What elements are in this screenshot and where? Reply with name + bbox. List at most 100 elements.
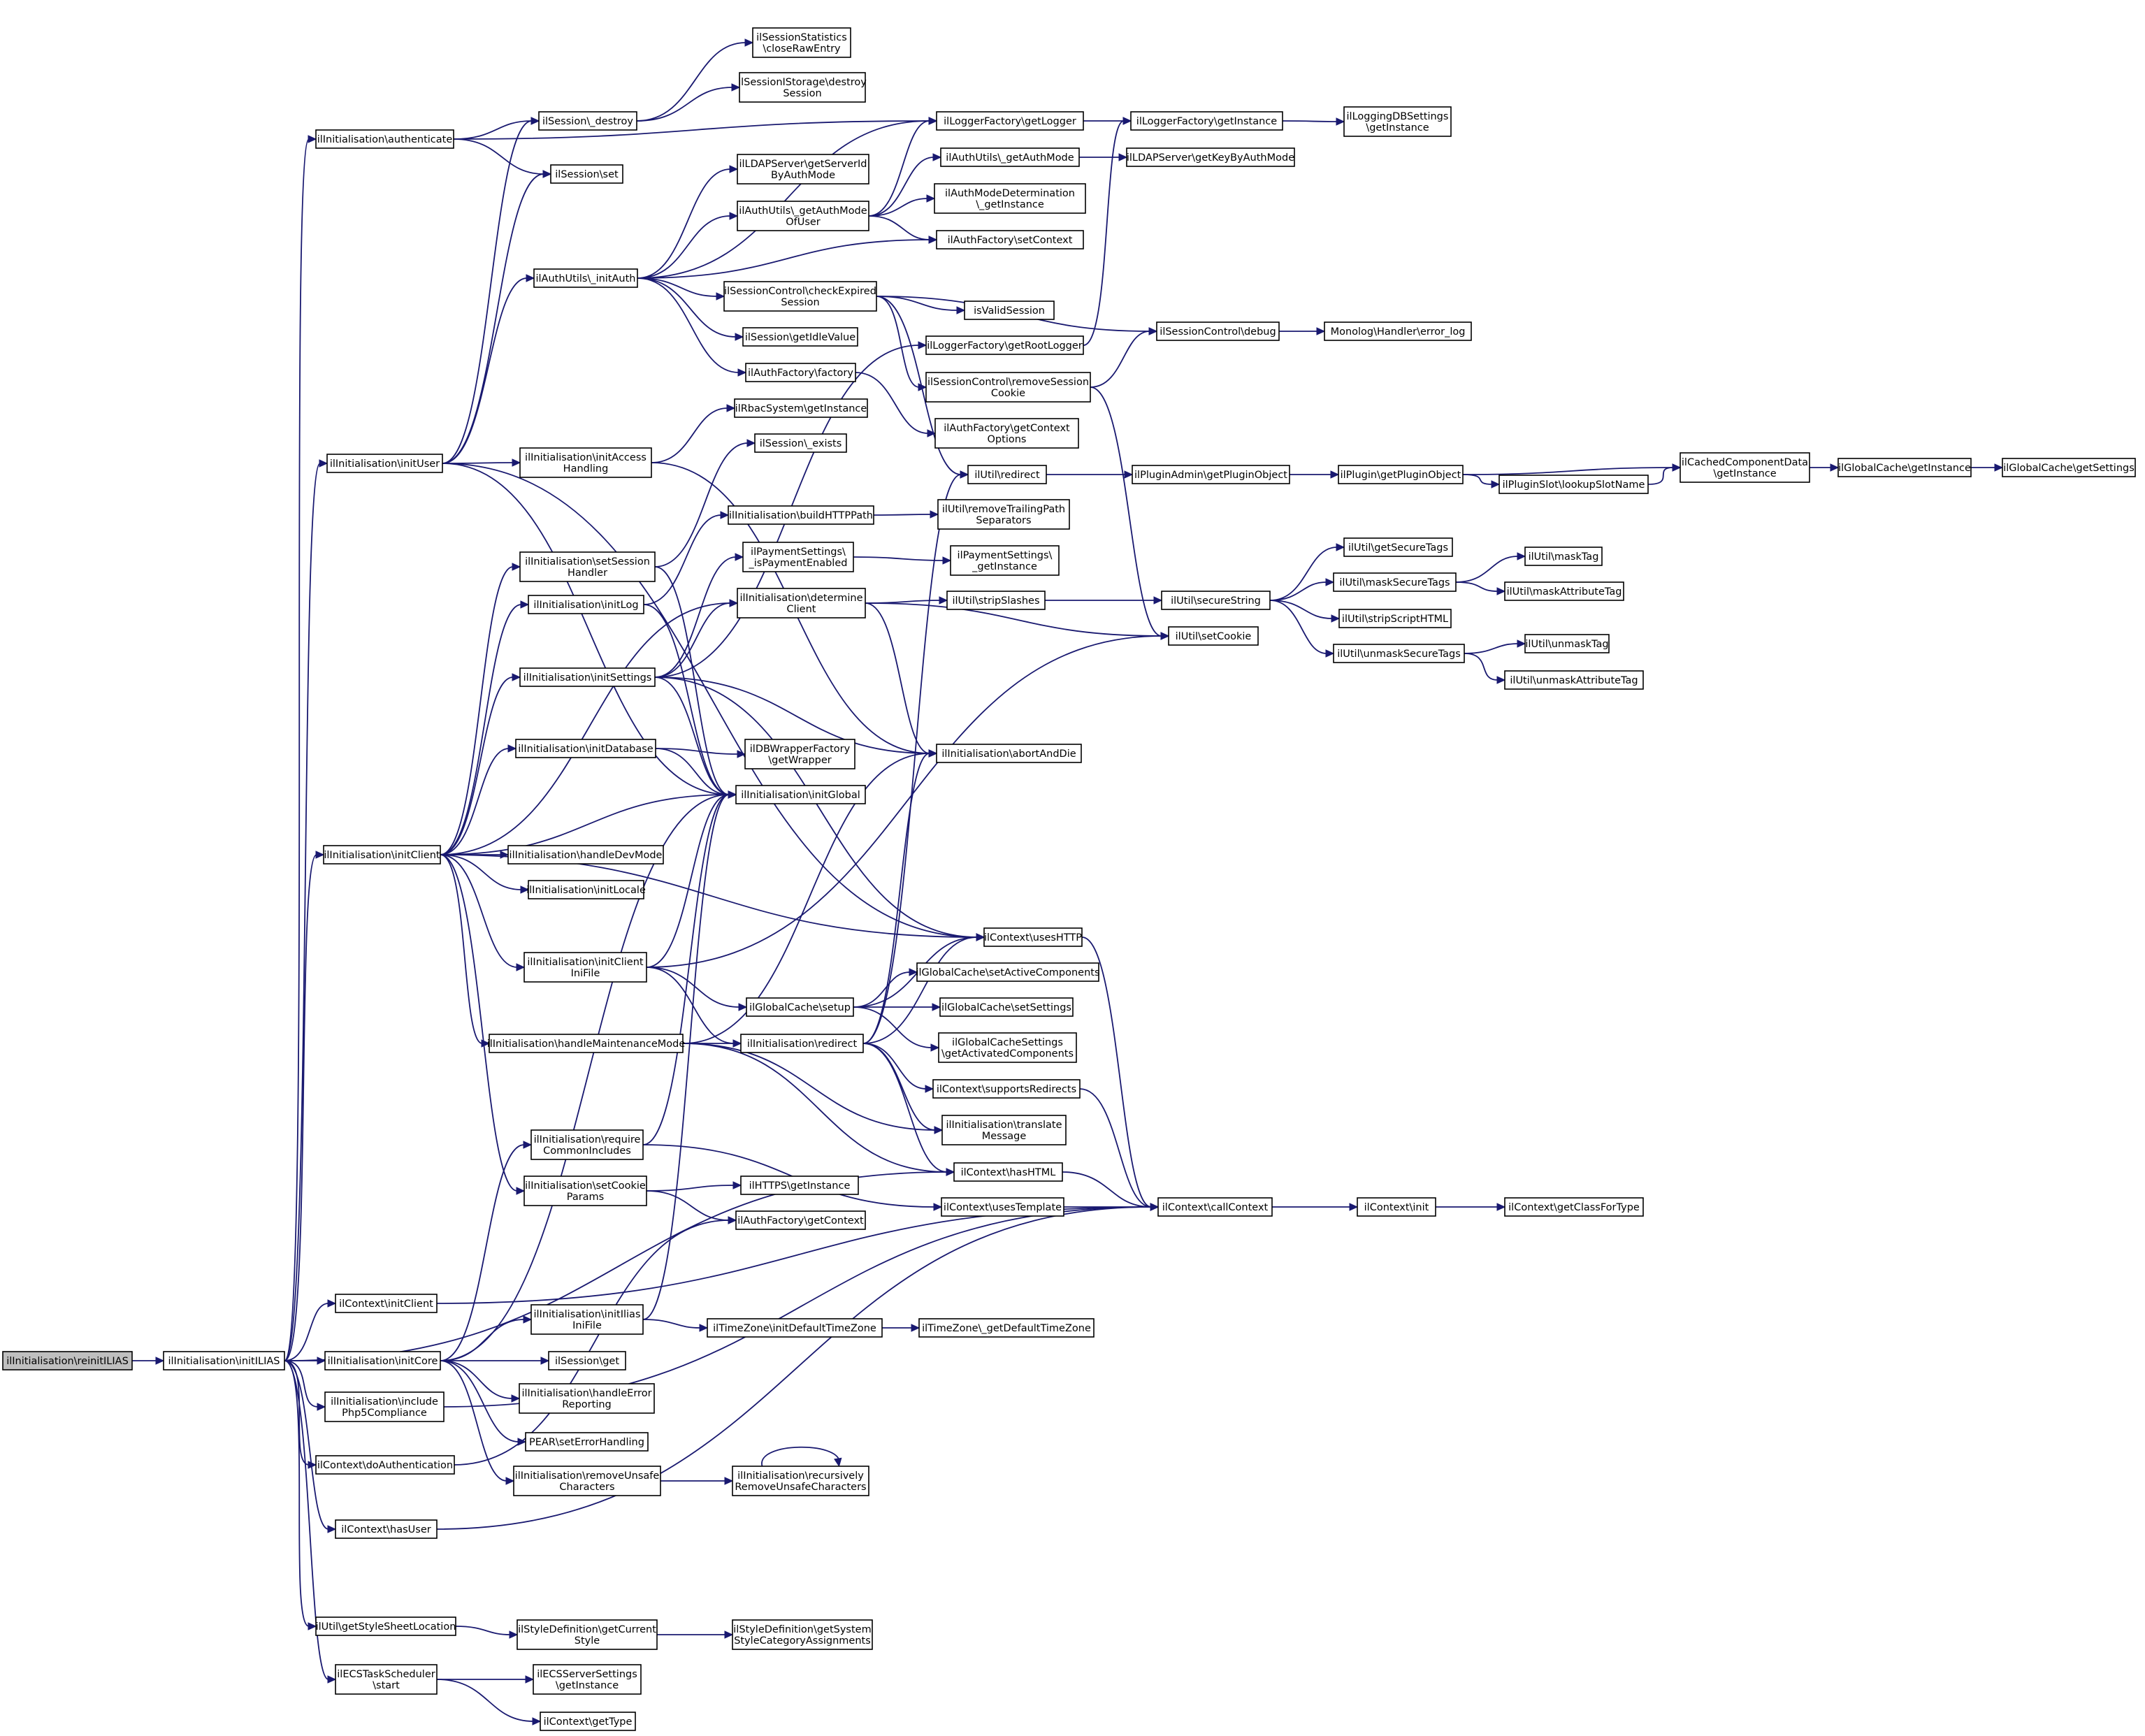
node-gcGetInstance[interactable]: ilGlobalCache\getInstance (1837, 458, 1972, 477)
node-tzInit[interactable]: ilTimeZone\initDefaultTimeZone (707, 1318, 883, 1338)
node-maskSecure[interactable]: ilUtil\maskSecureTags (1333, 572, 1457, 592)
node-unmaskSecure[interactable]: ilUtil\unmaskSecureTags (1333, 644, 1465, 663)
node-authFactory[interactable]: ilAuthFactory\factory (745, 363, 856, 382)
node-destroy[interactable]: ilSession\_destroy (538, 111, 637, 131)
node-isValidSess[interactable]: isValidSession (964, 301, 1055, 320)
node-initRedirect[interactable]: ilInitialisation\redirect (740, 1034, 864, 1053)
node-authenticate[interactable]: ilInitialisation\authenticate (315, 129, 454, 149)
node-dbWrapper[interactable]: ilDBWrapperFactory\getWrapper (744, 739, 855, 769)
node-initLocale[interactable]: ilInitialisation\initLocale (526, 880, 646, 899)
node-utilRedirect[interactable]: ilUtil\redirect (967, 465, 1047, 484)
node-getAuthMode[interactable]: ilAuthUtils\_getAuthMode (940, 147, 1080, 167)
node-sessExists[interactable]: ilSession\_exists (754, 433, 847, 453)
node-pluginAdmin[interactable]: ilPluginAdmin\getPluginObject (1132, 465, 1290, 484)
node-buildHTTP[interactable]: ilInitialisation\buildHTTPPath (728, 505, 874, 525)
node-stripSlashes[interactable]: ilUtil\stripSlashes (946, 591, 1046, 610)
node-callContext[interactable]: ilContext\callContext (1157, 1197, 1273, 1217)
node-authModeDet[interactable]: ilAuthModeDetermination\_getInstance (934, 183, 1086, 214)
node-styleSheet[interactable]: ilUtil\getStyleSheetLocation (315, 1616, 456, 1636)
node-initGlobal[interactable]: ilInitialisation\initGlobal (735, 785, 866, 804)
node-doAuth[interactable]: ilContext\doAuthentication (315, 1455, 455, 1475)
node-initCore[interactable]: ilInitialisation\initCore (324, 1351, 441, 1370)
node-initAuth[interactable]: ilAuthUtils\_initAuth (533, 268, 638, 288)
node-lfGetInstance[interactable]: ilLoggerFactory\getInstance (1130, 111, 1283, 131)
node-rbac[interactable]: ilRbacSystem\getInstance (734, 398, 868, 418)
node-gcActive[interactable]: ilGlobalCache\setActiveComponents (916, 962, 1100, 982)
node-usesHTTP[interactable]: ilContext\usesHTTP (983, 927, 1083, 947)
node-lookupSlot[interactable]: ilPluginSlot\lookupSlotName (1498, 475, 1649, 494)
node-usesTemplate[interactable]: ilContext\usesTemplate (941, 1197, 1064, 1217)
node-authGetCtx[interactable]: ilAuthFactory\getContext (735, 1210, 866, 1230)
node-sessStats[interactable]: ilSessionStatistics\closeRawEntry (752, 27, 851, 58)
node-gcSettings[interactable]: ilGlobalCache\setSettings (939, 997, 1074, 1017)
node-gcsActivated[interactable]: ilGlobalCacheSettings\getActivatedCompon… (938, 1032, 1077, 1063)
node-styleDefSys[interactable]: ilStyleDefinition\getSystemStyleCategory… (732, 1619, 873, 1650)
node-pluginGetObj[interactable]: ilPlugin\getPluginObject (1338, 465, 1464, 484)
node-unmaskAttr[interactable]: ilUtil\unmaskAttributeTag (1504, 670, 1644, 690)
node-initLog[interactable]: ilInitialisation\initLog (528, 595, 644, 614)
node-tzDefault[interactable]: ilTimeZone\_getDefaultTimeZone (918, 1318, 1095, 1338)
node-paymentInst[interactable]: ilPaymentSettings\_getInstance (950, 545, 1060, 576)
node-getLogger[interactable]: ilLoggerFactory\getLogger (936, 111, 1084, 131)
node-abortAndDie[interactable]: ilInitialisation\abortAndDie (936, 744, 1082, 763)
node-cachedComp[interactable]: ilCachedComponentData\getInstance (1680, 452, 1810, 483)
node-supportsRedir[interactable]: ilContext\supportsRedirects (932, 1079, 1081, 1099)
node-getType[interactable]: ilContext\getType (540, 1712, 636, 1731)
node-setCookie[interactable]: ilUtil\setCookie (1168, 626, 1259, 646)
node-httpsInst[interactable]: ilHTTPS\getInstance (740, 1176, 859, 1195)
node-classForType[interactable]: ilContext\getClassForType (1504, 1197, 1644, 1217)
node-hasHTML[interactable]: ilContext\hasHTML (953, 1162, 1063, 1182)
node-getSecureTags[interactable]: ilUtil\getSecureTags (1343, 537, 1453, 557)
node-ldapKey[interactable]: ilLDAPServer\getKeyByAuthMode (1126, 147, 1295, 167)
node-gcSetup[interactable]: ilGlobalCache\setup (746, 997, 854, 1017)
node-initDatabase[interactable]: ilInitialisation\initDatabase (515, 739, 656, 758)
node-initUser[interactable]: ilInitialisation\initUser (326, 454, 443, 473)
node-authSetCtx[interactable]: ilAuthFactory\setContext (936, 230, 1084, 249)
node-ecsStart[interactable]: ilECSTaskScheduler\start (335, 1664, 438, 1695)
node-monolog[interactable]: Monolog\Handler\error_log (1324, 321, 1472, 341)
node-unmaskTag[interactable]: ilUtil\unmaskTag (1524, 634, 1610, 653)
node-hasUser[interactable]: ilContext\hasUser (335, 1519, 438, 1539)
node-pearErr[interactable]: PEAR\setErrorHandling (525, 1432, 649, 1452)
node-secureString[interactable]: ilUtil\secureString (1161, 591, 1271, 610)
node-maskTag[interactable]: ilUtil\maskTag (1524, 547, 1603, 566)
node-stripScript[interactable]: ilUtil\stripScriptHTML (1338, 609, 1452, 628)
node-rootLogger[interactable]: ilLoggerFactory\getRootLogger (925, 335, 1084, 355)
node-initILIAS[interactable]: ilInitialisation\initILIAS (163, 1351, 285, 1370)
node-sessSet[interactable]: ilSession\set (550, 164, 623, 184)
node-ctxInitClient[interactable]: ilContext\initClient (335, 1294, 438, 1313)
node-handleMaint[interactable]: ilInitialisation\handleMaintenanceMode (487, 1034, 686, 1053)
node-sessIdle[interactable]: ilSession\getIdleValue (742, 327, 858, 347)
node-paymentEnabled[interactable]: ilPaymentSettings\_isPaymentEnabled (742, 542, 854, 572)
node-maskAttr[interactable]: ilUtil\maskAttributeTag (1504, 581, 1624, 601)
node-sessGet[interactable]: ilSession\get (548, 1351, 626, 1370)
node-loggingDB[interactable]: ilLoggingDBSettings\getInstance (1343, 106, 1452, 137)
node-sessDebug[interactable]: ilSessionControl\debug (1156, 321, 1280, 341)
node-initClient[interactable]: ilInitialisation\initClient (323, 845, 441, 865)
node-recRemove[interactable]: ilInitialisation\recursivelyRemoveUnsafe… (732, 1466, 869, 1496)
node-reinit[interactable]: ilInitialisation\reinitILIAS (2, 1351, 133, 1370)
node-handleDevMode[interactable]: ilInitialisation\handleDevMode (507, 845, 664, 865)
node-ctxInit[interactable]: ilContext\init (1357, 1197, 1436, 1217)
node-ecsSettings[interactable]: ilECSServerSettings\getInstance (533, 1664, 642, 1695)
node-gcGetSettings[interactable]: ilGlobalCache\getSettings (2002, 458, 2136, 477)
